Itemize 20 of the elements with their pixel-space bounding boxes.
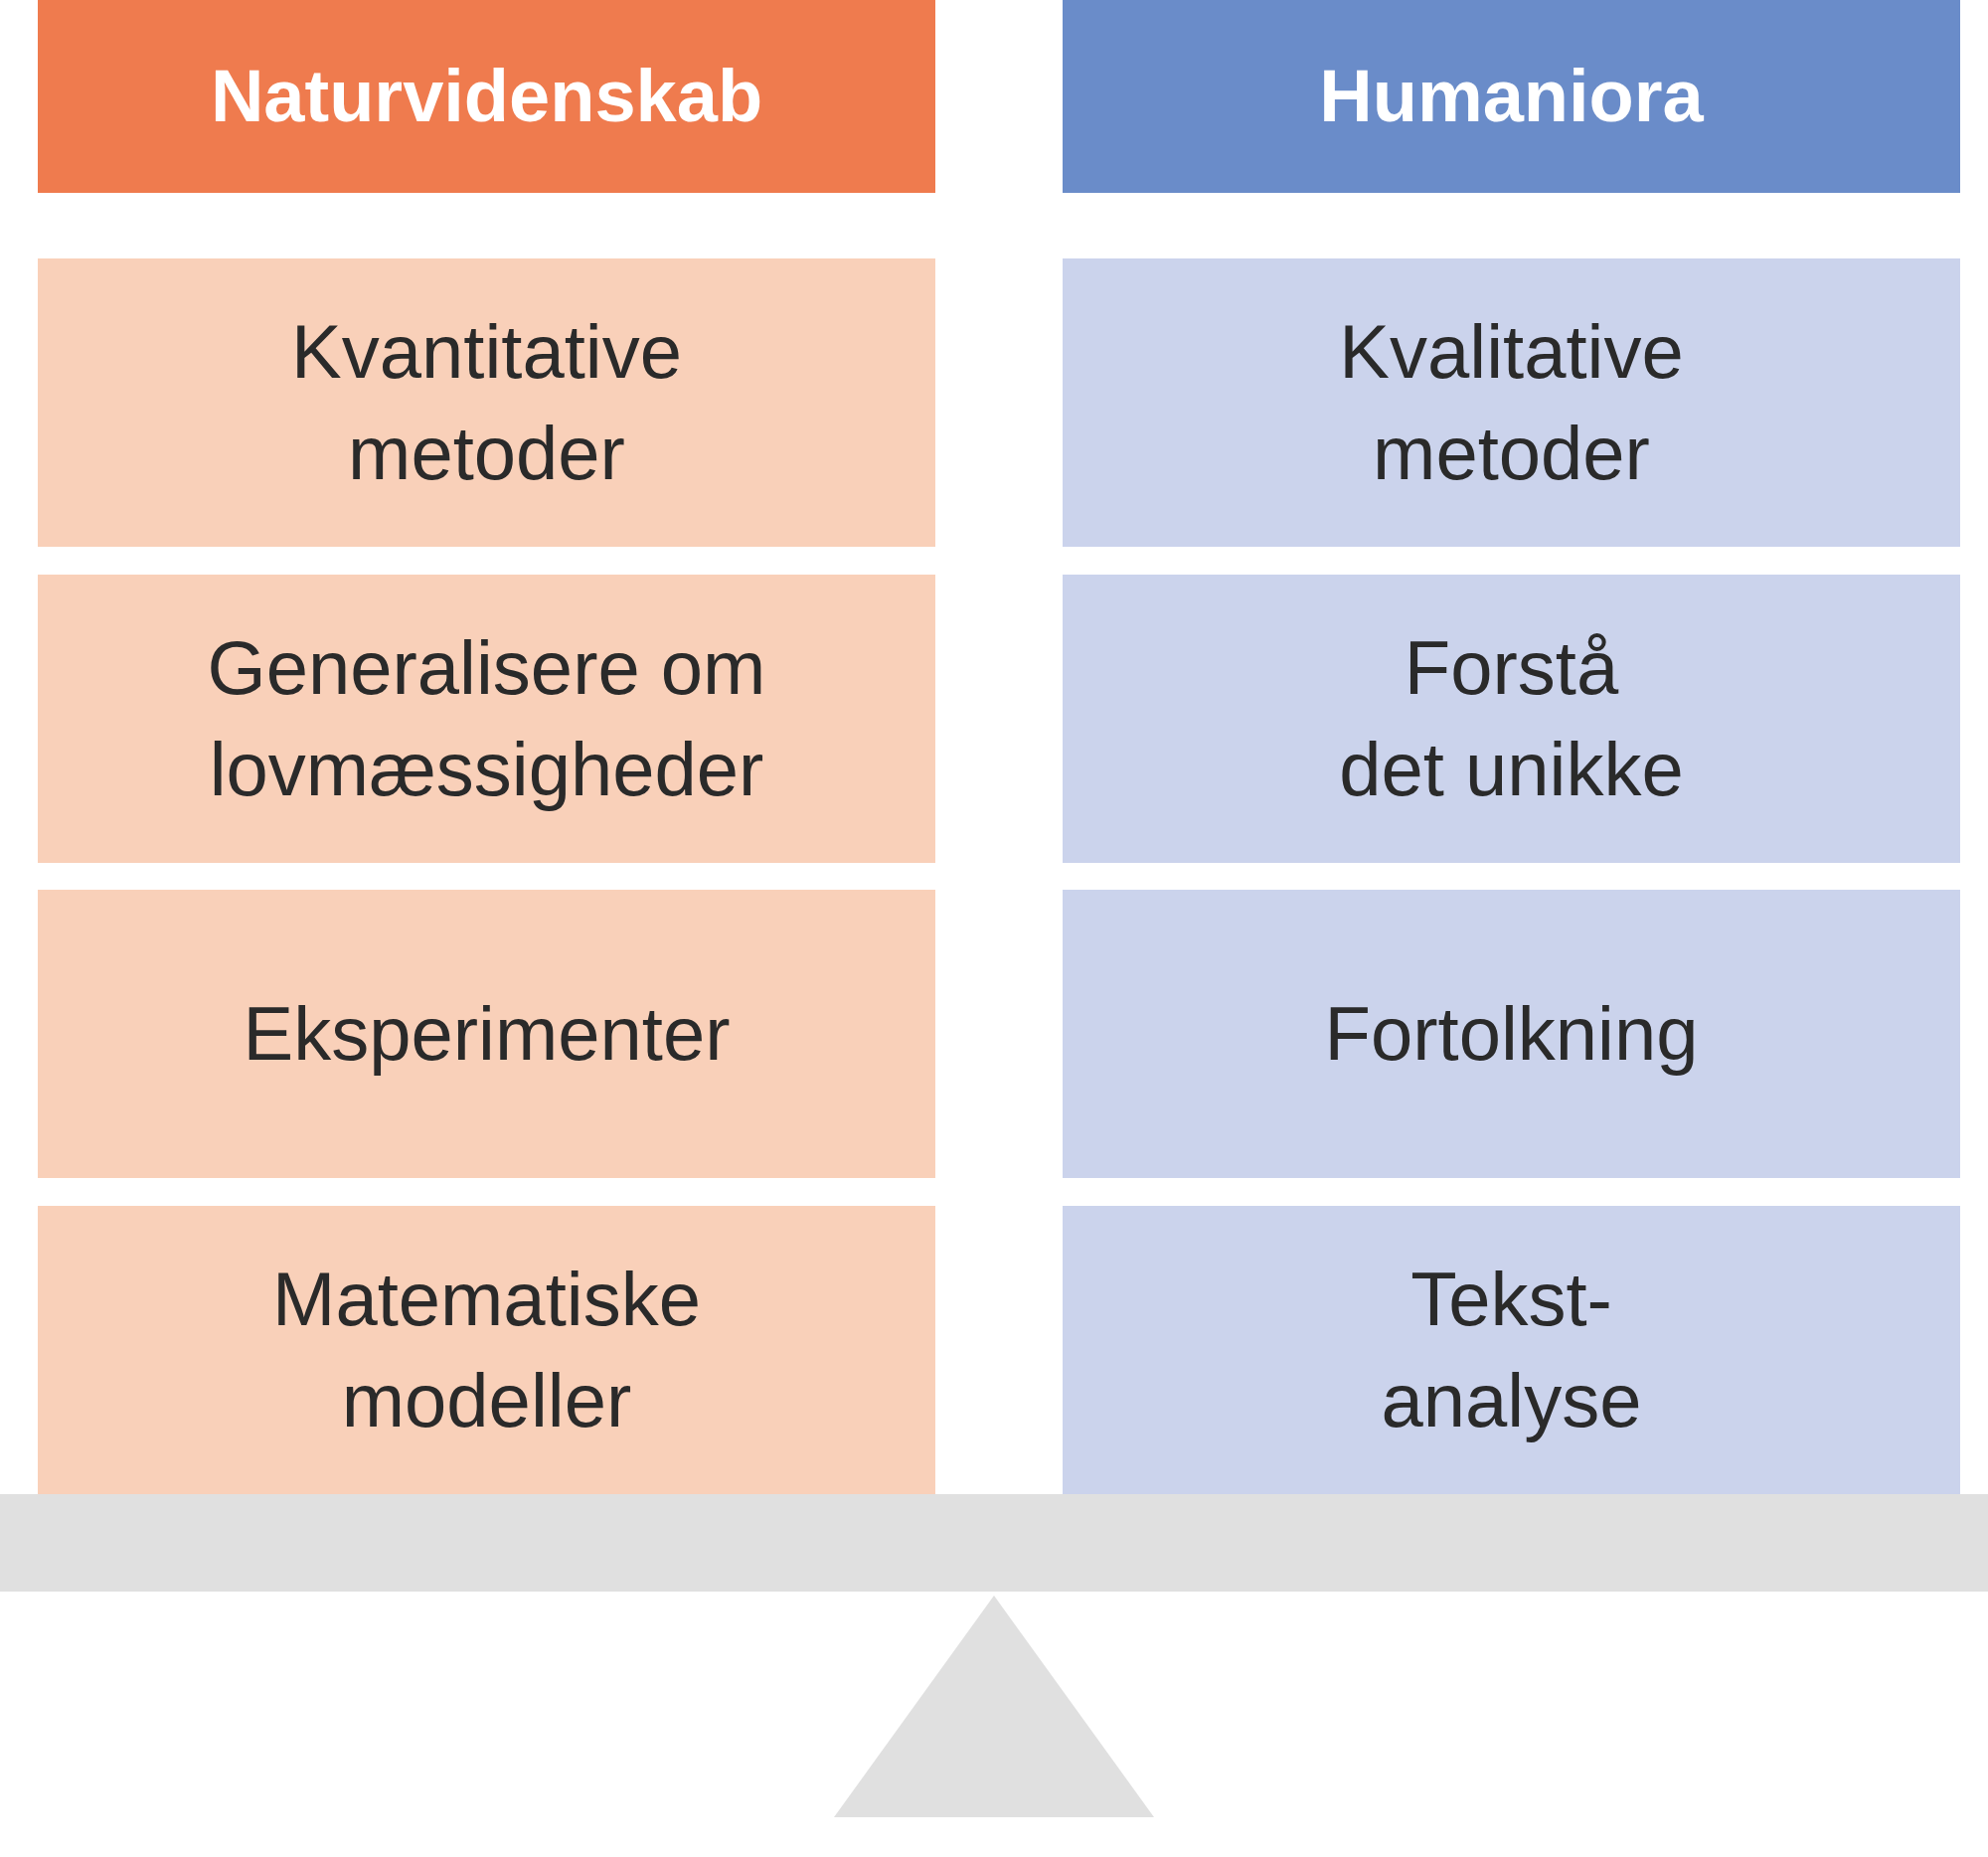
trait-card [1063, 890, 1960, 1178]
trait-text: Eksperimenter [243, 990, 731, 1078]
column-heading-bar [38, 0, 935, 193]
trait-card [1063, 575, 1960, 863]
trait-card [38, 890, 935, 1178]
column-heading: Humaniora [1319, 56, 1704, 137]
trait-text: Fortolkning [1324, 990, 1699, 1078]
trait-text: Kvalitative metoder [1339, 308, 1684, 497]
trait-text: Matematiske modeller [272, 1256, 701, 1444]
trait-card [38, 1206, 935, 1494]
column-heading: Naturvidenskab [210, 56, 763, 137]
trait-card [1063, 258, 1960, 547]
trait-text: Tekst- analyse [1381, 1256, 1642, 1444]
trait-card [38, 258, 935, 547]
trait-text: Forstå det unikke [1339, 624, 1684, 813]
trait-text: Generalisere om lovmæssigheder [207, 624, 766, 813]
trait-card [38, 575, 935, 863]
trait-text: Kvantitative metoder [291, 308, 682, 497]
column-heading-bar [1063, 0, 1960, 193]
trait-card [1063, 1206, 1960, 1494]
